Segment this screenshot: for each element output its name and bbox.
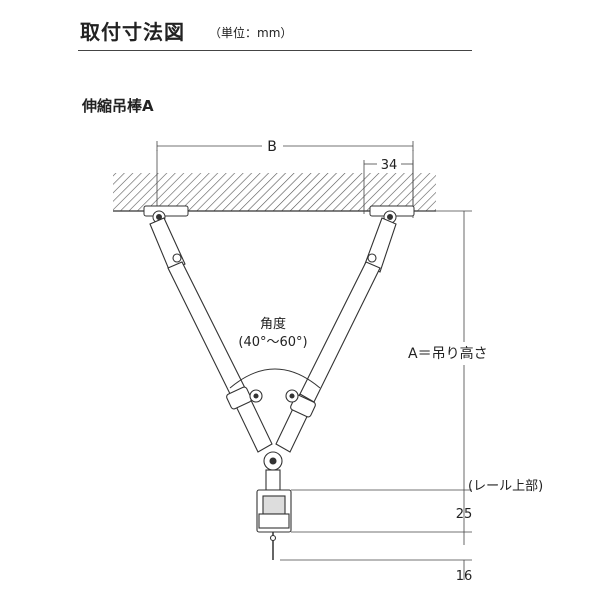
angle-arc	[229, 368, 321, 389]
angle-range-label: (40°〜60°)	[238, 335, 307, 350]
ceiling-hatch	[113, 173, 436, 211]
dimension-16-label: 16	[456, 569, 473, 584]
dimension-b-label: B	[267, 139, 277, 155]
page-title: 取付寸法図	[80, 20, 185, 44]
bottom-joint	[263, 451, 283, 491]
unit-note: （単位：mm）	[209, 26, 293, 40]
right-arm	[275, 217, 397, 453]
dimension-a	[418, 210, 472, 490]
ceiling-bracket-left	[143, 205, 189, 224]
ceiling-bracket-right	[369, 205, 415, 224]
angle-label: 角度	[260, 316, 286, 332]
dimension-lower	[280, 489, 472, 580]
rail-bracket	[256, 489, 292, 560]
title-divider	[78, 50, 472, 51]
rail-top-label: (レール上部)	[468, 479, 543, 494]
dimension-25-label: 25	[456, 507, 473, 522]
left-arm	[149, 217, 273, 453]
dimension-a-label: A＝吊り高さ	[408, 345, 488, 362]
dimension-34-label: 34	[381, 158, 398, 173]
dimension-34	[363, 160, 414, 214]
section-title: 伸縮吊棒A	[82, 97, 154, 115]
